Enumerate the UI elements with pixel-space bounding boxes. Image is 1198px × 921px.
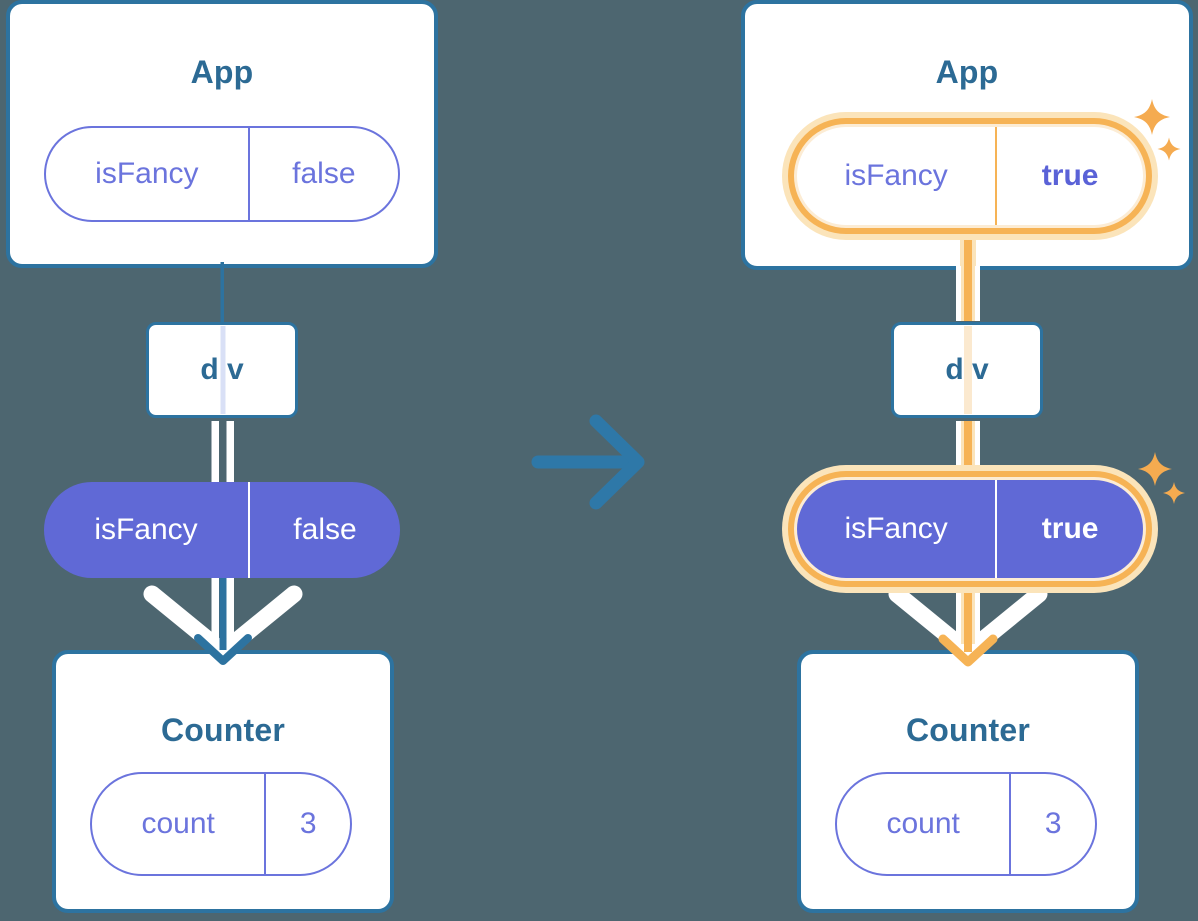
sparkle-icon-large-bottom bbox=[1138, 452, 1172, 486]
right-div-title: div bbox=[945, 353, 989, 386]
left-context-pill: isFancy false bbox=[44, 482, 400, 578]
left-div-title: div bbox=[200, 353, 244, 386]
right-count-pill: count 3 bbox=[835, 772, 1097, 876]
right-app-prop-pill: isFancy true bbox=[797, 127, 1143, 225]
left-app-title: App bbox=[190, 54, 254, 90]
left-div-box: div bbox=[146, 322, 298, 418]
right-context-pipe-upper bbox=[956, 266, 980, 321]
left-tree-edge bbox=[220, 262, 224, 322]
left-flow-chevron-icon bbox=[143, 585, 303, 661]
prop-name: isFancy bbox=[95, 157, 199, 190]
state-value: 3 bbox=[1009, 774, 1095, 874]
right-counter-title: Counter bbox=[905, 712, 1031, 748]
left-app-prop-pill: isFancy false bbox=[44, 126, 400, 222]
right-flow-chevron-icon bbox=[888, 585, 1048, 661]
state-name: count bbox=[141, 807, 215, 840]
right-div-box: div bbox=[891, 322, 1043, 418]
left-counter-title: Counter bbox=[160, 712, 286, 748]
context-value: false bbox=[247, 482, 400, 578]
state-name: count bbox=[886, 807, 960, 840]
left-context-arrow-icon bbox=[194, 576, 252, 665]
context-name: isFancy bbox=[844, 512, 948, 545]
prop-name: isFancy bbox=[844, 159, 948, 192]
right-app-title: App bbox=[935, 54, 999, 90]
left-count-pill: count 3 bbox=[90, 772, 352, 876]
context-value: true bbox=[995, 480, 1143, 578]
prop-value: true bbox=[995, 127, 1143, 225]
right-arrow-icon bbox=[531, 414, 645, 510]
prop-value: false bbox=[247, 128, 398, 220]
sparkle-icon-small-bottom bbox=[1163, 482, 1185, 504]
right-context-pill: isFancy true bbox=[797, 480, 1143, 578]
context-name: isFancy bbox=[94, 513, 198, 546]
state-value: 3 bbox=[264, 774, 350, 874]
